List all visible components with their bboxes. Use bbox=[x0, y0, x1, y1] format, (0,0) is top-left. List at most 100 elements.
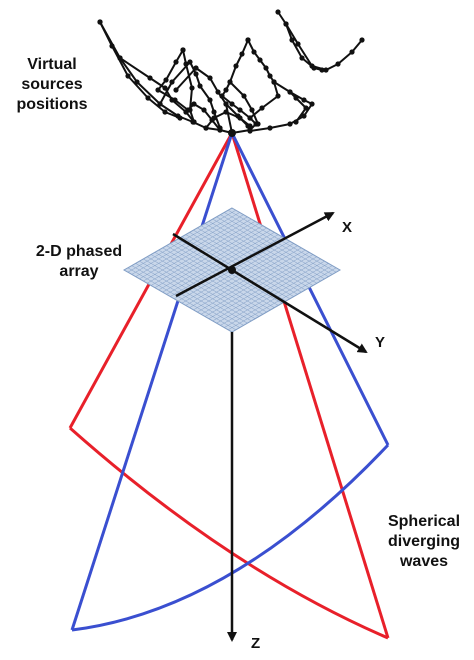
virtual-source-dot bbox=[309, 101, 315, 107]
virtual-source-dot bbox=[293, 95, 299, 101]
array-grid-line bbox=[185, 234, 294, 297]
array-grid-line bbox=[220, 214, 329, 277]
virtual-source-dot bbox=[275, 9, 281, 15]
red-diverging-wave bbox=[68, 132, 390, 640]
red-wave-right-edge bbox=[230, 132, 390, 639]
virtual-source-dot bbox=[301, 113, 307, 119]
virtual-source-dot bbox=[301, 97, 307, 103]
virtual-source-dot bbox=[189, 85, 195, 91]
virtual-source-dot bbox=[245, 37, 251, 43]
virtual-source-dot bbox=[349, 49, 355, 55]
array-grid-line bbox=[189, 232, 298, 295]
source-trajectory-line bbox=[285, 23, 323, 71]
blue-wave-left-edge bbox=[70, 132, 234, 631]
z-axis-label: Z bbox=[251, 635, 261, 652]
array-grid-line bbox=[181, 236, 290, 300]
virtual-source-dot bbox=[223, 87, 229, 93]
coordinate-axes bbox=[172, 211, 368, 642]
virtual-source-dot bbox=[197, 83, 203, 89]
spherical-waves-line-1: Spherical bbox=[387, 513, 461, 530]
virtual-source-dot bbox=[203, 125, 209, 131]
virtual-source-dot bbox=[259, 105, 265, 111]
array-grid-line bbox=[220, 263, 329, 326]
virtual-source-dot bbox=[207, 75, 213, 81]
virtual-source-dot bbox=[191, 101, 197, 107]
array-grid-line bbox=[216, 216, 325, 280]
phased-array-line-1: 2-D phased bbox=[35, 243, 123, 260]
virtual-source-dot bbox=[201, 107, 207, 113]
virtual-source-dot bbox=[233, 63, 239, 69]
virtual-source-dot bbox=[169, 79, 175, 85]
virtual-source-dot bbox=[335, 61, 341, 67]
virtual-source-dot bbox=[147, 75, 153, 81]
virtual-source-dot bbox=[117, 55, 123, 61]
spherical-waves-line-3: waves bbox=[399, 553, 449, 570]
virtual-source-dot bbox=[263, 65, 269, 71]
virtual-source-dot bbox=[287, 121, 293, 127]
virtual-source-dot bbox=[311, 65, 317, 71]
virtual-source-dot bbox=[239, 51, 245, 57]
virtual-source-dot bbox=[162, 109, 168, 115]
virtual-sources-line-2: sources bbox=[21, 76, 83, 93]
virtual-source-dot bbox=[172, 97, 178, 103]
virtual-sources-line-1: Virtual bbox=[27, 56, 77, 73]
virtual-source-dot bbox=[173, 87, 179, 93]
virtual-source-dot bbox=[249, 107, 255, 113]
virtual-source-dot bbox=[177, 115, 183, 121]
virtual-source-dot bbox=[323, 67, 329, 73]
virtual-source-dot bbox=[293, 119, 299, 125]
virtual-source-dot bbox=[180, 47, 186, 53]
virtual-source-dot bbox=[191, 119, 197, 125]
virtual-source-dot bbox=[359, 37, 365, 43]
virtual-source-dot bbox=[257, 57, 263, 63]
y-axis-arrow bbox=[172, 232, 368, 354]
blue-wave-right-edge bbox=[230, 132, 390, 446]
virtual-source-dot bbox=[187, 59, 193, 65]
virtual-source-dot bbox=[211, 109, 217, 115]
virtual-source-dot bbox=[223, 109, 229, 115]
source-trajectory-line bbox=[289, 91, 307, 123]
virtual-source-dot bbox=[283, 21, 289, 27]
blue-wave-front bbox=[71, 443, 390, 632]
array-grid-line bbox=[212, 218, 321, 282]
virtual-source-dot bbox=[97, 19, 103, 25]
virtual-source-dot bbox=[215, 89, 221, 95]
array-grid-line bbox=[201, 225, 310, 288]
virtual-source-dot bbox=[173, 59, 179, 65]
virtual-source-dot bbox=[241, 93, 247, 99]
virtual-source-dot bbox=[255, 121, 261, 127]
virtual-source-dot bbox=[237, 107, 243, 113]
virtual-source-dot bbox=[209, 117, 215, 123]
virtual-source-dot bbox=[251, 49, 257, 55]
virtual-source-dot bbox=[247, 123, 253, 129]
virtual-source-dot bbox=[125, 73, 131, 79]
virtual-source-dot bbox=[289, 37, 295, 43]
phased-array-label: 2-D phased array bbox=[24, 242, 134, 282]
virtual-sources-label: Virtual sources positions bbox=[4, 55, 100, 115]
source-trajectory-line bbox=[99, 21, 181, 119]
virtual-source-dot bbox=[299, 55, 305, 61]
array-grid-line bbox=[197, 227, 306, 291]
array-grid-line bbox=[193, 229, 302, 293]
virtual-source-dot bbox=[223, 101, 229, 107]
virtual-source-dot bbox=[207, 97, 213, 103]
virtual-source-dot bbox=[229, 101, 235, 107]
virtual-source-dot bbox=[247, 128, 253, 134]
spherical-waves-label: Spherical diverging waves bbox=[376, 512, 472, 572]
virtual-source-dot bbox=[271, 79, 277, 85]
red-wave-front bbox=[69, 426, 389, 640]
virtual-source-dot bbox=[163, 77, 169, 83]
virtual-source-dot bbox=[287, 89, 293, 95]
virtual-source-dot bbox=[267, 125, 273, 131]
spherical-waves-line-2: diverging bbox=[387, 533, 460, 550]
source-trajectory-line bbox=[229, 81, 259, 125]
virtual-source-dot bbox=[155, 87, 161, 93]
array-grid-line bbox=[216, 260, 325, 324]
source-trajectory-line bbox=[249, 81, 279, 119]
virtual-source-dot bbox=[217, 127, 223, 133]
x-axis-arrow bbox=[175, 211, 335, 298]
virtual-source-dot bbox=[247, 115, 253, 121]
virtual-source-dot bbox=[183, 109, 189, 115]
